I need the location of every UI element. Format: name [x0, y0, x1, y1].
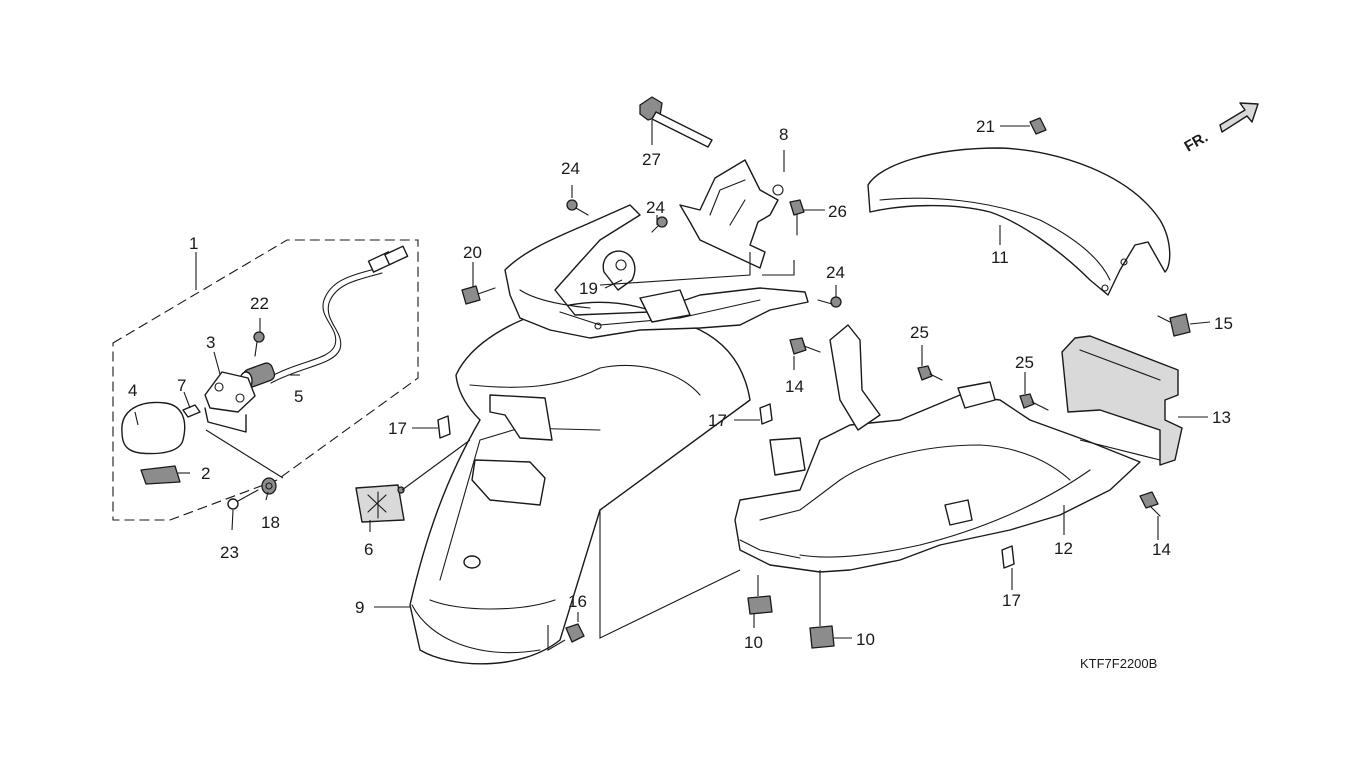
callout-23: 23 — [220, 543, 239, 562]
callout-27: 27 — [642, 150, 661, 169]
callout-13: 13 — [1212, 408, 1231, 427]
license-light-lens — [121, 401, 186, 455]
license-light-pad — [140, 465, 181, 485]
splash-guard-13 — [1061, 335, 1183, 466]
screw-24-a — [566, 199, 589, 216]
callout-6: 6 — [364, 540, 373, 559]
callout-18: 18 — [261, 513, 280, 532]
nut-16 — [565, 623, 585, 643]
screw-22 — [253, 331, 265, 357]
direction-label: FR. — [1182, 129, 1211, 156]
callout-12: 12 — [1054, 539, 1073, 558]
clip-nut-17-b — [759, 403, 773, 425]
callout-24-a: 24 — [561, 159, 580, 178]
callout-14-b: 14 — [1152, 540, 1171, 559]
inner-fender-stay — [829, 324, 996, 431]
callout-24-c: 24 — [826, 263, 845, 282]
bolt-14-b — [1139, 491, 1161, 517]
bolt-26 — [789, 199, 805, 236]
bolt-14-a — [789, 337, 821, 355]
callout-9: 9 — [355, 598, 364, 617]
callout-17-b: 17 — [708, 411, 727, 430]
bolt-25-b — [1019, 393, 1049, 411]
rear-fender — [409, 301, 751, 665]
diagram-code: KTF7F2200B — [1080, 656, 1157, 671]
screw-24-b — [651, 216, 668, 233]
clip-nut-17-c — [1001, 545, 1015, 569]
nut-10-b — [809, 625, 835, 649]
screw-24-c — [817, 296, 842, 308]
group-boundary-dashed — [112, 239, 419, 521]
callout-17-c: 17 — [1002, 591, 1021, 610]
callout-10-b: 10 — [856, 630, 875, 649]
front-direction-arrow: FR. — [1182, 102, 1259, 156]
callout-20: 20 — [463, 243, 482, 262]
callout-19: 19 — [579, 279, 598, 298]
bolt-21 — [1029, 117, 1047, 135]
bolt-20 — [461, 285, 496, 305]
callout-26: 26 — [828, 202, 847, 221]
rear-bracket-8 — [679, 159, 784, 269]
inner-fender-12 — [734, 394, 1141, 573]
callout-25-b: 25 — [1015, 353, 1034, 372]
callout-24-b: 24 — [646, 198, 665, 217]
callout-10-a: 10 — [744, 633, 763, 652]
fender-upper-bracket — [504, 204, 809, 339]
license-light-housing — [204, 371, 256, 433]
rear-reflector-6 — [355, 484, 405, 523]
callout-1: 1 — [189, 234, 198, 253]
callout-16: 16 — [568, 592, 587, 611]
callout-8: 8 — [779, 125, 788, 144]
callout-labels: 1 2 3 4 5 6 7 8 9 10 10 11 12 13 14 14 1… — [128, 117, 1233, 652]
callout-3: 3 — [206, 333, 215, 352]
bolt-27 — [639, 96, 713, 148]
front-fender-11 — [867, 147, 1171, 296]
bolt-25-a — [917, 365, 943, 381]
nut-10-a — [747, 595, 773, 615]
bolt-15 — [1157, 313, 1191, 337]
leader-lines — [134, 120, 1211, 651]
callout-5: 5 — [294, 387, 303, 406]
license-light-wire-harness — [267, 245, 409, 384]
callout-17-a: 17 — [388, 419, 407, 438]
lens-gasket — [182, 404, 201, 418]
screw-23 — [227, 489, 259, 510]
collar-18 — [261, 477, 277, 495]
callout-11: 11 — [991, 248, 1009, 267]
callout-15: 15 — [1214, 314, 1233, 333]
callout-25-a: 25 — [910, 323, 929, 342]
callout-2: 2 — [201, 464, 210, 483]
callout-4: 4 — [128, 381, 137, 400]
callout-7: 7 — [177, 376, 186, 395]
callout-22: 22 — [250, 294, 269, 313]
clip-nut-17-a — [437, 415, 451, 439]
callout-21: 21 — [976, 117, 995, 136]
callout-14-a: 14 — [785, 377, 804, 396]
cable-clamp-19 — [602, 250, 636, 291]
